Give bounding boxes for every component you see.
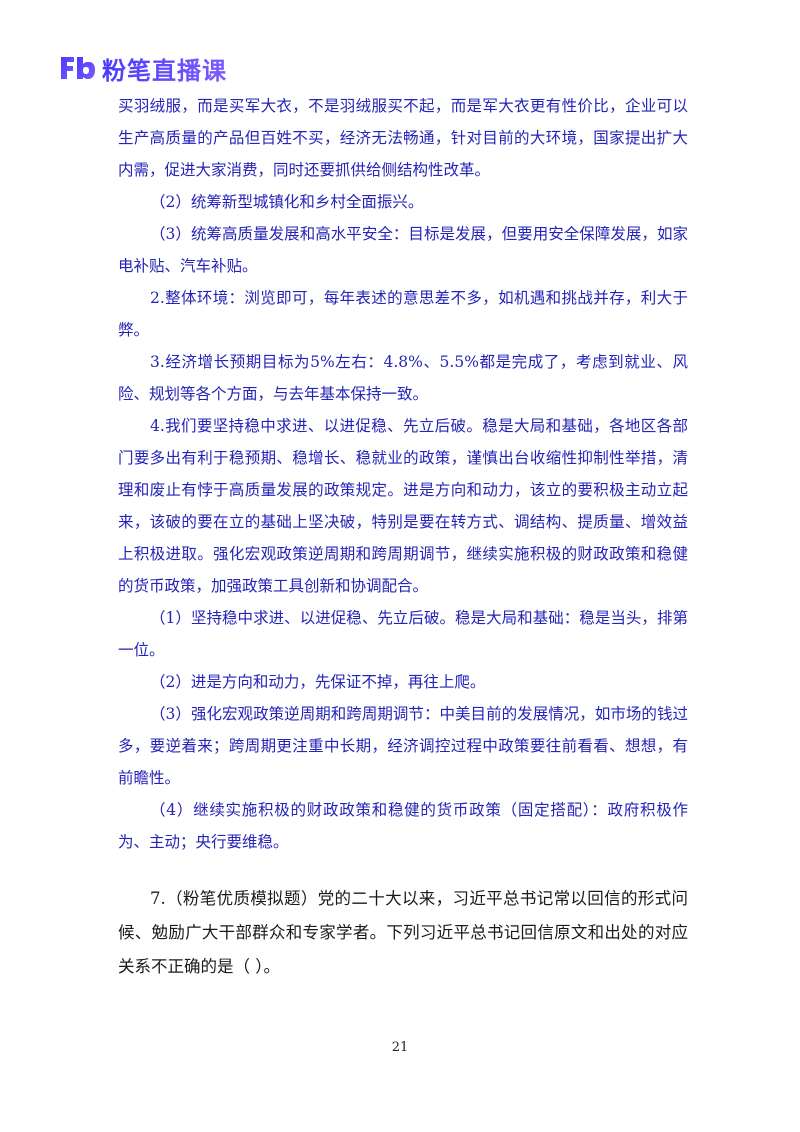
paragraph: （3）强化宏观政策逆周期和跨周期调节：中美目前的发展情况，如市场的钱过多，要逆着…	[118, 705, 688, 787]
section-spacer	[118, 858, 688, 882]
paragraph: （2）统筹新型城镇化和乡村全面振兴。	[150, 193, 424, 211]
paragraph: （1）坚持稳中求进、以进促稳、先立后破。稳是大局和基础：稳是当头，排第一位。	[118, 609, 688, 659]
paragraph: 4.我们要坚持稳中求进、以进促稳、先立后破。稳是大局和基础，各地区各部门要多出有…	[118, 417, 688, 595]
paragraph: （3）统筹高质量发展和高水平安全：目标是发展，但要用安全保障发展，如家电补贴、汽…	[118, 225, 688, 275]
fb-logo-icon	[61, 57, 95, 79]
question-stem: 7.（粉笔优质模拟题）党的二十大以来，习近平总书记常以回信的形式问候、勉励广大干…	[118, 889, 688, 976]
page-number: 21	[391, 1040, 409, 1055]
brand-logo: 粉笔直播课	[58, 50, 227, 86]
document-body: 买羽绒服，而是买军大衣，不是羽绒服买不起，而是军大衣更有性价比，企业可以生产高质…	[118, 90, 688, 984]
paragraph: （4）继续实施积极的财政政策和稳健的货币政策（固定搭配）：政府积极作为、主动；央…	[118, 801, 688, 851]
paragraph: 2.整体环境：浏览即可，每年表述的意思差不多，如机遇和挑战并存，利大于弊。	[118, 289, 688, 339]
brand-name: 粉笔直播课	[102, 51, 227, 86]
paragraph: （2）进是方向和动力，先保证不掉，再往上爬。	[150, 673, 486, 691]
paragraph: 买羽绒服，而是买军大衣，不是羽绒服买不起，而是军大衣更有性价比，企业可以生产高质…	[118, 97, 688, 179]
paragraph: 3.经济增长预期目标为5%左右：4.8%、5.5%都是完成了，考虑到就业、风险、…	[118, 353, 688, 403]
